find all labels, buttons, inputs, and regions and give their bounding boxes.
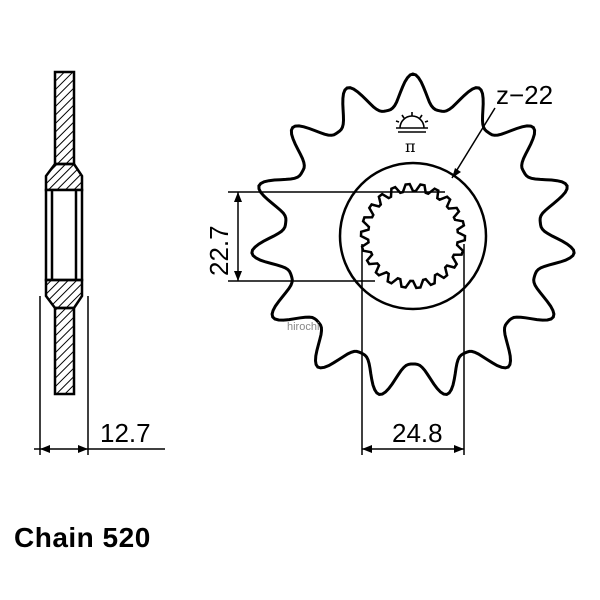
- spline-dimension: 24.8: [392, 418, 443, 448]
- teeth-leader-line: [451, 107, 496, 179]
- stamp-symbol: π: [405, 137, 416, 156]
- width-dimension: 12.7: [100, 418, 151, 448]
- side-view: [34, 70, 165, 455]
- sun-logo-icon: [395, 112, 429, 133]
- hub-circle: [338, 161, 488, 311]
- front-view: π: [228, 72, 576, 455]
- chain-label: Chain 520: [14, 522, 151, 553]
- spline-bore: [359, 182, 467, 290]
- watermark: hirochi: [287, 321, 319, 333]
- height-dimension: 22.7: [204, 225, 234, 276]
- teeth-count-label: z−22: [496, 80, 553, 110]
- sprocket-outline: [250, 72, 576, 397]
